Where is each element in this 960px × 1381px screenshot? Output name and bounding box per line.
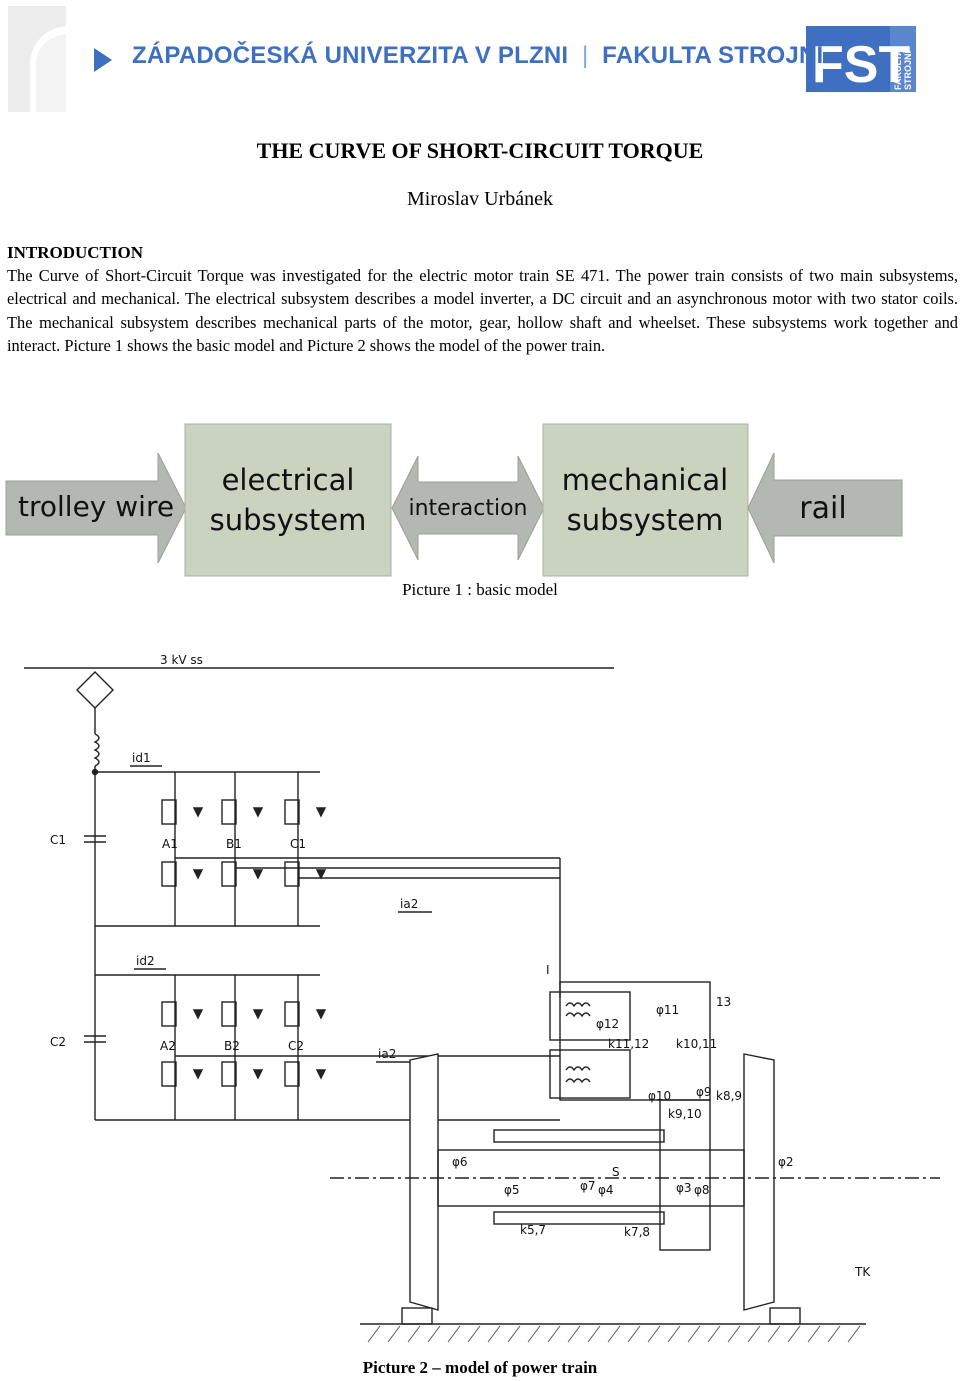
phase-b1-label: B1 (226, 837, 242, 851)
page-header: FST FAKULTA STROJNÍ ZÁPADOČESKÁ UNIVERZI… (0, 0, 960, 120)
stator-coil-1 (549, 991, 631, 1041)
university-label: ZÁPADOČESKÁ UNIVERZITA V PLZNI (132, 42, 569, 69)
trolley-wire-arrow (5, 452, 187, 564)
inverter-leg-c1 (284, 772, 327, 926)
interaction-label: interaction (409, 496, 528, 521)
inductor-coil (93, 733, 100, 767)
label-TK: TK (854, 1265, 871, 1279)
phi-7: φ7 (580, 1179, 596, 1193)
phi-3: φ3 (676, 1181, 692, 1195)
basic-model-diagram: trolley wire electrical subsystem intera… (5, 423, 903, 577)
phi-4: φ4 (598, 1183, 614, 1197)
k-9-10: k9,10 (668, 1107, 702, 1121)
fst-logo-text: FST (812, 36, 910, 94)
phi-5: φ5 (504, 1183, 520, 1197)
id2-label: id2 (136, 954, 155, 968)
phase-a1-label: A1 (162, 837, 178, 851)
shaft-lower-spring (493, 1211, 665, 1225)
electrical-subsystem-box (184, 423, 392, 577)
k-10-11: k10,11 (676, 1037, 717, 1051)
supply-label: 3 kV ss (160, 653, 203, 667)
header-graphics: FST FAKULTA STROJNÍ (8, 6, 916, 112)
k-8-9: k8,9 (716, 1089, 742, 1103)
introduction-paragraph: The Curve of Short-Circuit Torque was in… (7, 266, 958, 356)
label-S: S (612, 1165, 620, 1179)
stator-coil-2 (549, 1049, 631, 1099)
university-emblem-shade (36, 34, 66, 112)
rail-label: rail (799, 491, 846, 526)
k-11-12: k11,12 (608, 1037, 649, 1051)
trolley-wire-label: trolley wire (18, 490, 174, 523)
phi-2: φ2 (778, 1155, 794, 1169)
phi-10: φ10 (648, 1089, 671, 1103)
mechanical-label-line1: mechanical (562, 463, 728, 497)
fst-logo-strip (890, 26, 916, 92)
paper-author: Miroslav Urbánek (406, 188, 554, 210)
wheel-left (409, 1053, 439, 1311)
source-diamond (76, 671, 114, 709)
shaft-upper-spring (493, 1129, 665, 1143)
electrical-label-line1: electrical (222, 463, 355, 497)
electrical-label-line2: subsystem (210, 503, 367, 537)
header-separator: | (575, 42, 596, 69)
motor-housing (559, 981, 711, 1101)
phi-8: φ8 (694, 1183, 710, 1197)
mechanical-label-line2: subsystem (567, 503, 724, 537)
wheel-right (743, 1053, 775, 1311)
c1-label: C1 (50, 833, 66, 847)
picture2-caption-dash: – (432, 1358, 441, 1377)
inverter-leg-c2 (284, 975, 327, 1120)
power-train-model-diagram: 3 kV ss id1 C1 A1 B1 C1 ia2 id2 C2 (24, 653, 940, 1343)
phase-a2-label: A2 (160, 1039, 176, 1053)
inverter-leg-a1 (161, 772, 204, 926)
picture2-caption-rest: model of power train (445, 1358, 598, 1377)
c2-label: C2 (50, 1035, 66, 1049)
rail-arrow (747, 452, 903, 564)
ia2-bottom-label: ia2 (378, 1047, 396, 1061)
inverter-leg-b2 (221, 975, 264, 1120)
phase-wires (175, 857, 561, 1057)
picture2-caption: Picture 2 – model of power train (0, 1358, 960, 1378)
ground-hatch (367, 1325, 861, 1343)
phi-11: φ11 (656, 1003, 679, 1017)
paper-title: THE CURVE OF SHORT-CIRCUIT TORQUE (256, 138, 704, 163)
phase-c2-label: C2 (288, 1039, 304, 1053)
university-name: ZÁPADOČESKÁ UNIVERZITA V PLZNI | FAKULTA… (132, 42, 823, 70)
picture2-caption-prefix: Picture 2 (362, 1358, 429, 1377)
fst-logo-side-1: FAKULTA (893, 49, 903, 90)
phi-9: φ9 (696, 1085, 712, 1099)
inverter-leg-a2 (161, 975, 204, 1120)
arrow-marker-icon (94, 48, 112, 72)
motor-label-I: I (546, 963, 550, 977)
fst-logo-side-2: STROJNÍ (903, 50, 913, 90)
rail-right (769, 1307, 801, 1325)
phase-b2-label: B2 (224, 1039, 240, 1053)
university-emblem (8, 6, 66, 112)
id1-label: id1 (132, 751, 151, 765)
mechanical-subsystem-box (542, 423, 749, 577)
gear-wheel (659, 1099, 711, 1251)
phase-c1-label: C1 (290, 837, 306, 851)
rail-left (401, 1307, 433, 1325)
hollow-shaft (437, 1149, 745, 1207)
k-7-8: k7,8 (624, 1225, 650, 1239)
ia2-top-label: ia2 (400, 897, 418, 911)
inverter-leg-b1 (221, 772, 264, 926)
section-heading-introduction: INTRODUCTION (7, 243, 144, 262)
label-13: 13 (716, 995, 731, 1009)
picture1-caption: Picture 1 : basic model (402, 580, 558, 599)
k-5-7: k5,7 (520, 1223, 546, 1237)
phi-6: φ6 (452, 1155, 468, 1169)
phi-12: φ12 (596, 1017, 619, 1031)
faculty-label: FAKULTA STROJNÍ (602, 42, 824, 69)
